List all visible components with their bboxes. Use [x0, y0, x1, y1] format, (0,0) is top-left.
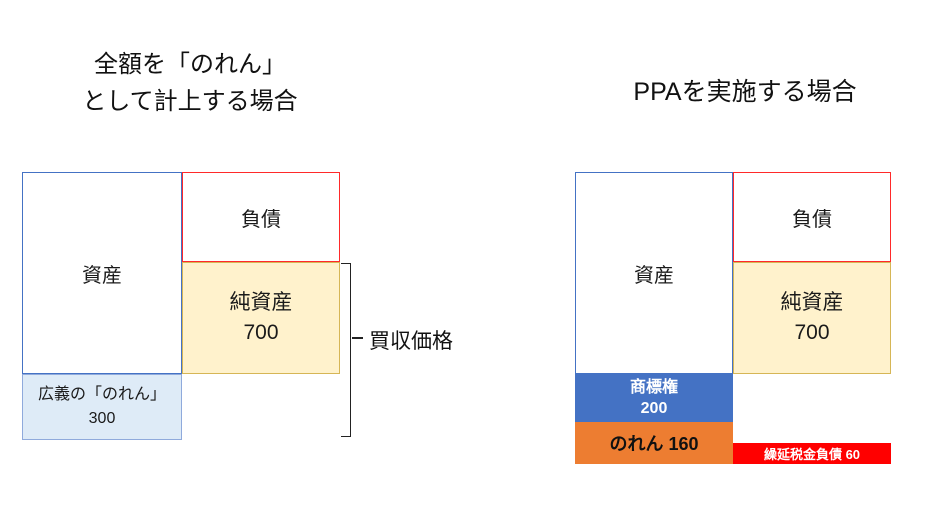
- right-trademark-label: 商標権: [629, 379, 678, 396]
- right-assets-box: 資産: [575, 172, 733, 374]
- right-goodwill-label: のれん 160: [609, 434, 699, 454]
- right-net-assets-label: 純資産: [780, 291, 844, 314]
- right-liabilities-box: 負債: [733, 172, 891, 262]
- left-liabilities-label: 負債: [241, 208, 281, 231]
- left-broad-goodwill-box: 広義の「のれん」 300: [22, 374, 182, 440]
- acquisition-price-bracket-dash: [352, 337, 363, 339]
- right-trademark-value: 200: [640, 400, 668, 417]
- left-net-assets-value: 700: [243, 321, 279, 344]
- left-broad-goodwill-value: 300: [88, 410, 116, 427]
- left-assets-box: 資産: [22, 172, 182, 374]
- right-trademark-box: 商標権 200: [575, 374, 733, 422]
- right-title-text: PPAを実施する場合: [633, 78, 857, 106]
- left-net-assets-box: 純資産 700: [182, 262, 340, 374]
- left-diagram-title: 全額を「のれん」 として計上する場合: [40, 46, 340, 120]
- right-net-assets-value: 700: [794, 321, 830, 344]
- right-liabilities-label: 負債: [792, 208, 832, 231]
- left-net-assets-label: 純資産: [229, 291, 293, 314]
- right-goodwill-box: のれん 160: [575, 422, 733, 464]
- acquisition-price-label: 買収価格: [369, 330, 453, 353]
- left-broad-goodwill-label: 広義の「のれん」: [37, 386, 166, 403]
- left-liabilities-box: 負債: [182, 172, 340, 262]
- left-title-line1: 全額を「のれん」: [94, 51, 286, 78]
- acquisition-price-bracket: [341, 263, 351, 437]
- right-diagram-title: PPAを実施する場合: [590, 74, 900, 111]
- right-deferred-tax-box: 繰延税金負債 60: [733, 443, 891, 464]
- right-net-assets-box: 純資産 700: [733, 262, 891, 374]
- left-title-line2: として計上する場合: [82, 88, 298, 115]
- right-assets-label: 資産: [634, 264, 674, 287]
- left-assets-label: 資産: [82, 264, 122, 287]
- right-deferred-tax-label: 繰延税金負債 60: [763, 447, 861, 462]
